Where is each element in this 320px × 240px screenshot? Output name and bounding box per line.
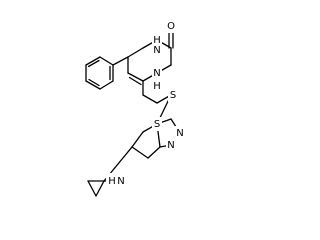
label-bg [166, 19, 176, 33]
bond [131, 131, 144, 148]
amine-n-label: N [117, 176, 124, 187]
label-bg [152, 79, 162, 93]
pyrimidinone-ring [112, 31, 174, 86]
label-bg [168, 88, 178, 102]
bond [131, 146, 149, 159]
label-bg [152, 43, 162, 57]
carbonyl-oxygen-label: O [167, 21, 175, 32]
nh-upper-label: H [153, 35, 161, 46]
label-bg [175, 126, 185, 140]
bond [88, 78, 100, 87]
nh-lower-label: H [153, 81, 161, 92]
bond [87, 59, 100, 68]
bond [128, 76, 142, 86]
label-bg [115, 173, 127, 187]
bond [85, 56, 101, 66]
atom-labels: O H N N H S S N N H N [106, 19, 185, 187]
label-bg [166, 138, 176, 152]
cyclopropylamine [87, 146, 133, 197]
bond [142, 94, 158, 104]
bond [147, 146, 161, 159]
label-bg [152, 117, 162, 131]
molecule-svg: O H N N H S S N N H N [85, 19, 185, 197]
thiadiazole-n-lower-label: N [167, 140, 174, 151]
label-bg [152, 66, 162, 80]
thiadiazole-sulfur-label: S [154, 119, 160, 130]
bond [87, 180, 97, 197]
bond [99, 56, 114, 66]
phenyl-ring [85, 56, 114, 90]
n-lower-label: N [153, 68, 160, 79]
label-bg [152, 33, 162, 47]
bond [99, 80, 114, 90]
bond [85, 80, 101, 90]
thioether-sulfur-label: S [170, 90, 176, 101]
amine-h-label: H [108, 176, 116, 187]
bond [127, 47, 144, 58]
bond [112, 56, 129, 66]
bond [127, 72, 144, 82]
bond [95, 180, 105, 197]
molecule-structure-diagram: O H N N H S S N N H N [85, 19, 185, 197]
thiadiazole-n-right-label: N [176, 128, 183, 139]
n-upper-label: N [153, 45, 160, 56]
